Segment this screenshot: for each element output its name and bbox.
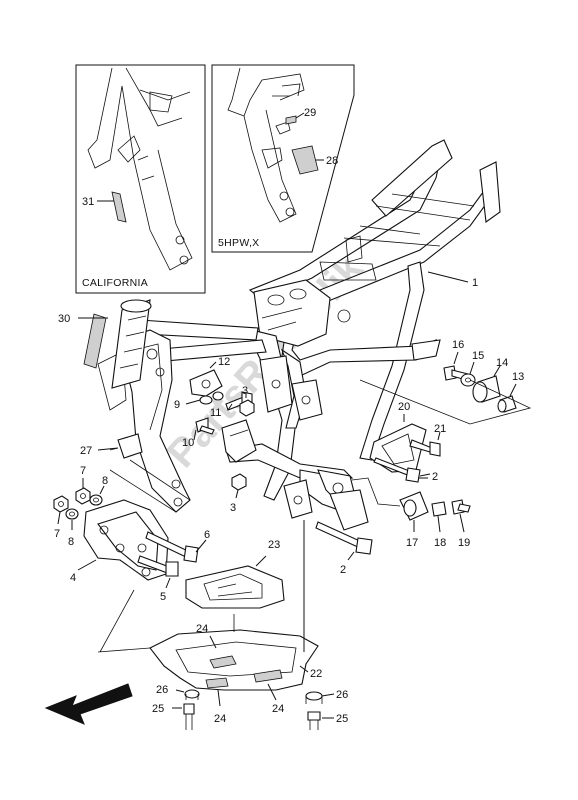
label-24-b: 24 — [214, 689, 226, 725]
inset-title-california: CALIFORNIA — [82, 277, 148, 289]
washer-8-b: 8 — [65, 508, 79, 548]
bolt-5: 5 — [137, 555, 179, 603]
bracket-12: 12 — [189, 356, 230, 397]
frame-main — [139, 139, 501, 531]
bracket-mid — [221, 419, 257, 463]
nut-7-b: 7 — [53, 495, 69, 540]
callout-27: 27 — [80, 445, 92, 457]
bolt-19: 19 — [451, 499, 471, 549]
washer-15: 15 — [460, 350, 484, 387]
leader-1 — [427, 271, 469, 283]
label-24-a: 24 — [196, 623, 217, 649]
bolt-21: 21 — [409, 423, 446, 457]
callout-1: 1 — [472, 277, 478, 289]
washer-9: 9 — [174, 391, 224, 411]
callout-8-a: 8 — [102, 475, 108, 487]
leader-13-16 — [359, 379, 532, 425]
callout-2-b: 2 — [340, 564, 346, 576]
callout-24-a: 24 — [196, 623, 208, 635]
callout-26-right: 26 — [336, 689, 348, 701]
bolt-2-a: 2 — [373, 457, 438, 483]
callout-23: 23 — [268, 539, 280, 551]
callout-4: 4 — [70, 572, 76, 584]
inset-5hpwx: 29 28 5HPW,X — [211, 64, 355, 253]
callout-9: 9 — [174, 399, 180, 411]
leader-plate — [97, 589, 235, 653]
callout-5: 5 — [160, 591, 166, 603]
guard-22: 22 — [149, 629, 322, 691]
callout-22: 22 — [310, 668, 322, 680]
bolt-11: 11 — [210, 391, 253, 419]
callout-28: 28 — [326, 155, 338, 167]
head-pipe-cover: 30 — [58, 299, 152, 389]
callout-15: 15 — [472, 350, 484, 362]
callout-7-b: 7 — [54, 528, 60, 540]
callout-18: 18 — [434, 537, 446, 549]
callout-13: 13 — [512, 371, 524, 383]
callout-3-lower: 3 — [230, 502, 236, 514]
callout-16: 16 — [452, 339, 464, 351]
callout-25-left: 25 — [152, 703, 164, 715]
callout-24-b: 24 — [214, 713, 226, 725]
nut-3-upper: 3 — [239, 385, 255, 417]
nut-3-lower: 3 — [230, 473, 247, 514]
inset-title-5hpwx: 5HPW,X — [218, 237, 259, 249]
washer-26-right: 26 — [305, 689, 348, 704]
callout-10: 10 — [182, 437, 194, 449]
callout-7-a: 7 — [80, 465, 86, 477]
callout-17: 17 — [406, 537, 418, 549]
callout-26-left: 26 — [156, 684, 168, 696]
callout-19: 19 — [458, 537, 470, 549]
callout-11: 11 — [210, 407, 221, 419]
label-24-c: 24 — [267, 683, 284, 715]
callout-6: 6 — [204, 529, 210, 541]
callout-14: 14 — [496, 357, 508, 369]
callout-29: 29 — [304, 107, 316, 119]
bush-17: 17 — [399, 491, 429, 549]
callout-30: 30 — [58, 313, 70, 325]
callout-20: 20 — [398, 401, 410, 413]
washer-26-left: 26 — [156, 684, 200, 700]
callout-24-c: 24 — [272, 703, 284, 715]
callout-2-a: 2 — [432, 471, 438, 483]
callout-3-upper: 3 — [242, 385, 248, 397]
bolt-25-left: 25 — [152, 703, 195, 730]
bolt-10: 10 — [182, 417, 215, 449]
collar-18: 18 — [431, 501, 447, 549]
nut-7-a: 7 — [75, 465, 91, 505]
callout-25-right: 25 — [336, 713, 348, 725]
callout-31: 31 — [82, 196, 94, 208]
collar-13: 13 — [497, 371, 524, 413]
plate-20: 20 — [369, 401, 427, 473]
plate-23: 23 — [185, 539, 285, 609]
front-arrow-icon — [44, 683, 133, 725]
inset-california: 31 CALIFORNIA — [75, 64, 206, 294]
bolt-16: 16 — [443, 339, 469, 381]
bolt-2-b: 2 — [315, 521, 373, 576]
bolt-25-right: 25 — [307, 711, 348, 730]
callout-21: 21 — [434, 423, 446, 435]
part-27: 27 — [80, 433, 191, 513]
washer-8-a: 8 — [89, 475, 108, 506]
callout-12: 12 — [218, 356, 230, 368]
bolt-6: 6 — [145, 529, 210, 563]
leader-17-19 — [351, 477, 401, 507]
callout-8-b: 8 — [68, 536, 74, 548]
